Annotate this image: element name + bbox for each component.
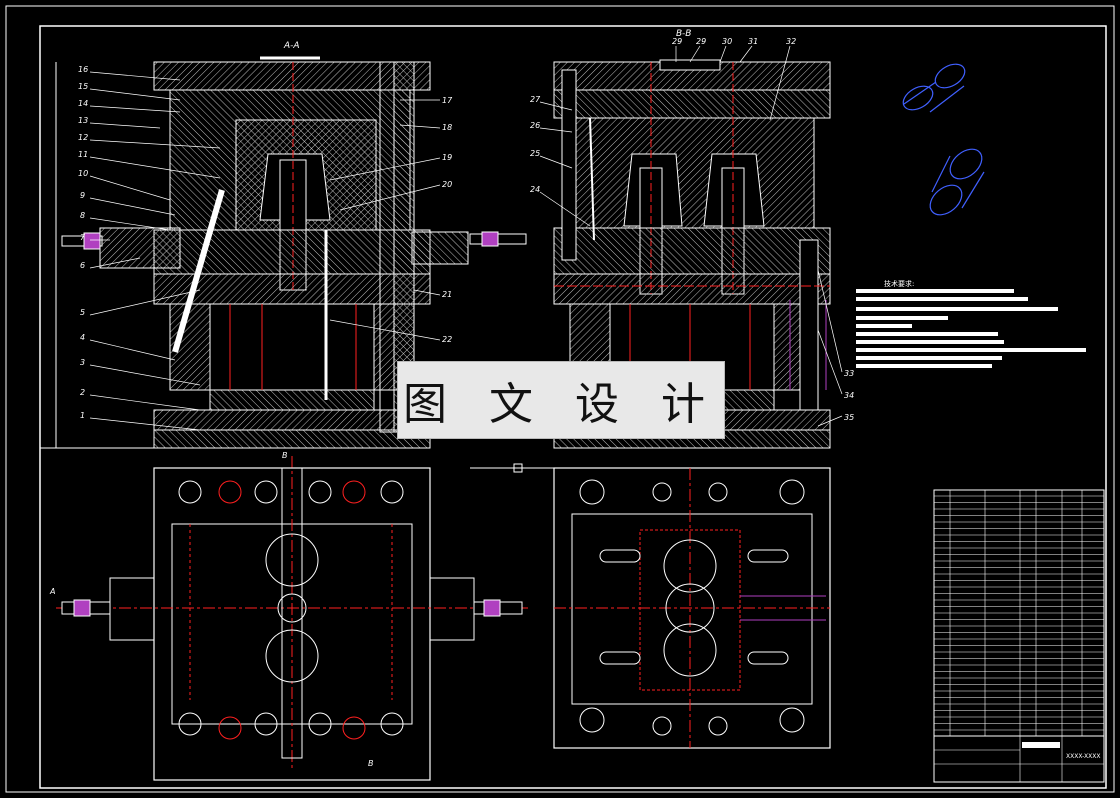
tech-req-line xyxy=(856,332,998,336)
part-no: 20 xyxy=(442,180,452,189)
drawing-number: XXXX-XXXX xyxy=(1066,753,1100,760)
part-no: 34 xyxy=(844,391,854,400)
part-no: 22 xyxy=(442,335,452,344)
tech-req-line xyxy=(856,356,1002,360)
part-no: 7 xyxy=(80,233,86,242)
view-mark-a: A xyxy=(49,587,55,596)
part-numbers-left: 16 15 14 13 12 11 10 9 8 7 6 5 4 3 2 1 xyxy=(78,65,88,420)
part-no: 29 xyxy=(696,37,706,46)
part-no: 30 xyxy=(722,37,732,46)
part-no: 27 xyxy=(530,95,541,104)
part-no: 29 xyxy=(672,37,682,46)
part-no: 9 xyxy=(80,191,85,200)
plan-view-left: A B B xyxy=(49,451,528,781)
part-no: 11 xyxy=(78,150,88,159)
leaders-mid xyxy=(329,99,441,341)
tech-req-line xyxy=(856,297,1028,301)
section-label-aa: A-A xyxy=(283,41,300,51)
part-no: 33 xyxy=(844,369,854,378)
part-no: 1 xyxy=(80,411,85,420)
tech-req-line xyxy=(856,289,1014,293)
part-no: 13 xyxy=(78,116,88,125)
plan-view-right xyxy=(470,463,831,749)
part-numbers-mid: 17 18 19 20 21 22 xyxy=(442,96,453,344)
part-no: 5 xyxy=(80,308,85,317)
part-no: 35 xyxy=(844,413,854,422)
outer-frame xyxy=(5,5,1115,793)
leaders-right xyxy=(539,45,843,427)
tech-req-line xyxy=(856,307,1058,311)
part-no: 25 xyxy=(530,149,540,158)
part-no: 15 xyxy=(78,82,88,91)
part-no: 3 xyxy=(80,358,85,367)
part-no: 32 xyxy=(786,37,796,46)
title-block: XXXX-XXXX xyxy=(933,735,1105,783)
part-no: 10 xyxy=(78,169,88,178)
part-no: 17 xyxy=(442,96,453,105)
part-no: 16 xyxy=(78,65,88,74)
part-no: 6 xyxy=(80,261,85,270)
part-no: 2 xyxy=(80,388,85,397)
part-no: 26 xyxy=(530,121,540,130)
tech-requirements-title: 技术要求: xyxy=(884,280,915,288)
section-view-aa: A-A xyxy=(40,41,527,449)
part-no: 18 xyxy=(442,123,452,132)
section-label-bb: B-B xyxy=(676,29,691,39)
tech-req-line xyxy=(856,316,948,320)
part-no: 21 xyxy=(442,290,452,299)
part-numbers-right-left: 27 26 25 24 xyxy=(530,95,541,194)
view-mark-b: B xyxy=(282,451,288,460)
part-no: 31 xyxy=(748,37,758,46)
section-view-bb: B-B xyxy=(553,29,831,449)
isometric-part-views xyxy=(902,63,985,216)
part-no: 8 xyxy=(80,211,85,220)
part-numbers-right: 33 34 35 xyxy=(844,369,854,422)
part-no: 4 xyxy=(80,333,85,342)
watermark-text: 图 文 设 计 xyxy=(403,379,719,430)
tech-req-line xyxy=(856,324,912,328)
tech-req-line xyxy=(856,364,992,368)
tech-req-line xyxy=(856,348,1086,352)
leaders-left xyxy=(89,71,221,431)
part-numbers-top-right: 29 29 30 31 32 xyxy=(672,37,796,46)
view-mark-b: B xyxy=(368,759,374,768)
part-no: 19 xyxy=(442,153,452,162)
watermark-banner: 图 文 设 计 xyxy=(397,361,725,439)
bill-of-materials-table xyxy=(933,489,1105,737)
part-no: 12 xyxy=(78,133,88,142)
tech-req-line xyxy=(856,340,1004,344)
inner-frame xyxy=(39,25,1107,789)
part-no: 24 xyxy=(530,185,540,194)
part-no: 14 xyxy=(78,99,88,108)
